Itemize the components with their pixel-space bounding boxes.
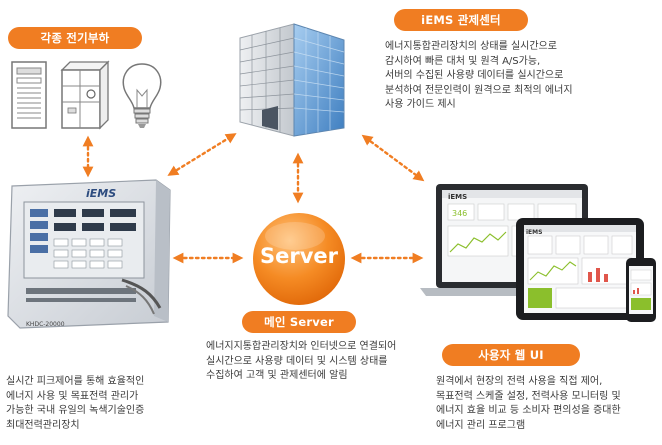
tablet-brand: iEMS xyxy=(526,229,543,236)
web-description: 원격에서 현장의 전력 사용을 직접 제어, 목표전력 스케줄 설정, 전력사용… xyxy=(436,376,621,431)
web-title: 사용자 웹 UI xyxy=(478,348,544,362)
device-model: KHDC-20000 xyxy=(26,321,65,328)
center-title-badge: iEMS 관제센터 xyxy=(394,9,528,31)
server-title: 메인 Server xyxy=(264,315,334,329)
arrow-device-center xyxy=(167,133,237,176)
device-brand: iEMS xyxy=(86,187,117,200)
server-rack-icon xyxy=(11,61,47,129)
phone-image xyxy=(626,258,656,322)
loads-title: 각종 전기부하 xyxy=(40,31,110,45)
device-image xyxy=(7,179,171,329)
server-label: Server xyxy=(259,244,338,268)
device-description: 실시간 피크제어를 통해 효율적인 에너지 사용 및 목표전력 관리가 가능한 … xyxy=(6,376,145,431)
tablet-image xyxy=(516,218,644,320)
light-bulb-icon xyxy=(122,63,162,128)
server-description: 에너지지통합관리장치와 인터넷으로 연결되어 실시간으로 사용량 데이터 및 시… xyxy=(206,341,397,381)
electrical-loads-icons xyxy=(11,60,162,130)
web-title-badge: 사용자 웹 UI xyxy=(442,344,580,366)
laptop-brand: iEMS xyxy=(448,193,468,201)
server-circle xyxy=(253,213,345,305)
svg-text:346: 346 xyxy=(452,209,467,218)
web-ui-devices: 346 xyxy=(420,184,656,322)
distribution-cabinet-icon xyxy=(60,60,110,130)
arrow-center-web xyxy=(361,134,425,182)
center-title: iEMS 관제센터 xyxy=(421,13,501,27)
center-description: 에너지통합관리장치의 상태를 실시간으로 감시하여 빠른 대처 및 원격 A/S… xyxy=(385,41,573,110)
loads-title-badge: 각종 전기부하 xyxy=(8,27,142,49)
server-title-badge: 메인 Server xyxy=(242,311,356,333)
control-center-building xyxy=(239,23,345,137)
